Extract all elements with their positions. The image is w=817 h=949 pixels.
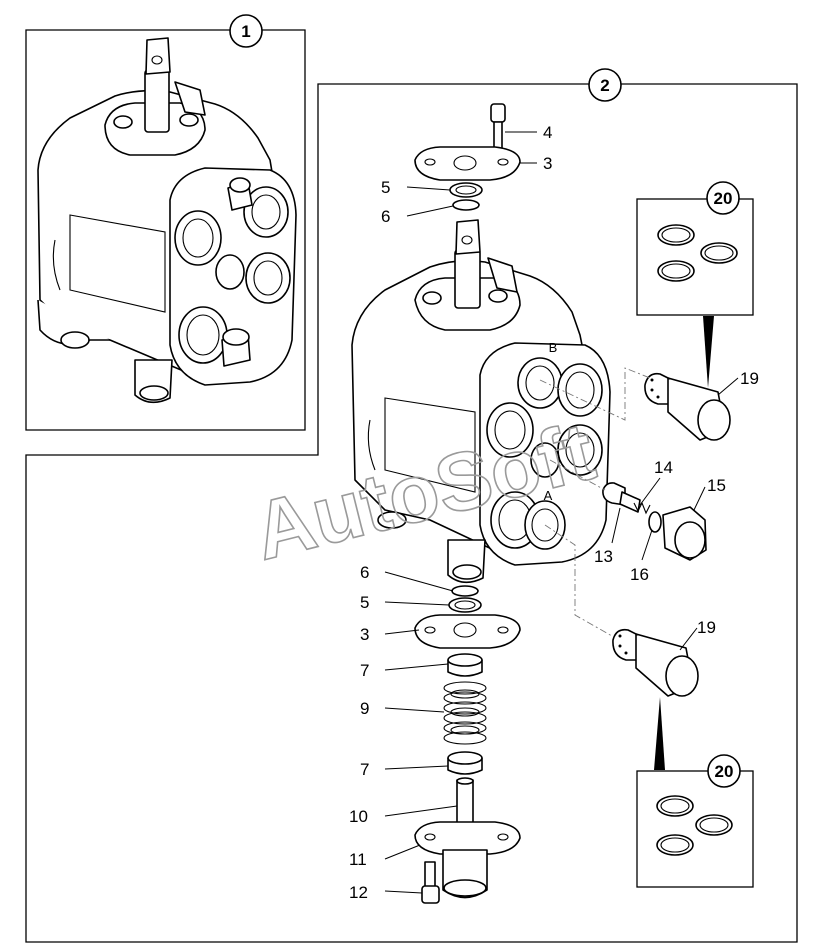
label-10: 10: [349, 807, 368, 826]
valve-body-2: B A: [351, 219, 611, 584]
frame-box-20-top: [636, 198, 754, 316]
leader-lines: [384, 131, 739, 894]
svg-text:2: 2: [600, 76, 609, 95]
svg-text:20: 20: [714, 189, 733, 208]
relief-cap-15: [662, 506, 707, 561]
valve-assembly-1: [37, 37, 297, 404]
label-7-top: 7: [360, 661, 369, 680]
assembly-line-relief: [549, 459, 606, 491]
svg-text:20: 20: [715, 762, 734, 781]
label-13: 13: [594, 547, 613, 566]
relief-plug-13: [602, 482, 641, 513]
seal-5-top: [449, 182, 483, 198]
label-7-bottom: 7: [360, 760, 369, 779]
label-14: 14: [654, 458, 673, 477]
o-ring-set-top: [657, 224, 738, 282]
cap-screw-12: [421, 861, 440, 904]
o-ring-6-bottom: [451, 585, 479, 597]
o-ring-6-top: [452, 199, 480, 211]
assembly-line-b: [539, 367, 651, 421]
callout-1: 1: [229, 14, 263, 48]
cap-screw-4: [490, 103, 506, 151]
label-4: 4: [543, 123, 552, 142]
port-b-label: B: [549, 340, 558, 355]
relief-cartridge-19-top: [644, 372, 731, 441]
label-3-top: 3: [543, 154, 552, 173]
end-cap-11: [414, 821, 521, 899]
label-19-top: 19: [740, 369, 759, 388]
spring-seat-7-bottom: [447, 751, 483, 775]
label-5-top: 5: [381, 178, 390, 197]
relief-cartridge-19-bottom: [612, 628, 699, 697]
part-labels: 4 3 5 6 6 5 3 7 9 7 10 11 12 19 19 14 15…: [349, 123, 759, 902]
pointer-top: [703, 316, 714, 388]
spring-seat-7-top: [447, 653, 483, 677]
callout-2: 2: [588, 68, 622, 102]
label-12: 12: [349, 883, 368, 902]
label-15: 15: [707, 476, 726, 495]
flange-plate-3-top: [414, 146, 521, 181]
pointer-bottom: [654, 697, 665, 770]
label-9: 9: [360, 699, 369, 718]
frame-box-2: [25, 83, 798, 943]
o-ring-16: [648, 511, 662, 533]
label-6-bottom: 6: [360, 563, 369, 582]
callout-20-top: 20: [706, 181, 740, 215]
port-a-label: A: [544, 488, 553, 503]
frame-box-20-bottom: [636, 770, 754, 888]
svg-text:1: 1: [241, 22, 250, 41]
label-5-bottom: 5: [360, 593, 369, 612]
label-11: 11: [349, 850, 367, 869]
label-6-top: 6: [381, 207, 390, 226]
callout-20-bottom: 20: [707, 754, 741, 788]
spring-9: [443, 681, 487, 745]
label-19-bottom: 19: [697, 618, 716, 637]
label-3-bottom: 3: [360, 625, 369, 644]
assembly-line-a: [544, 524, 613, 637]
seal-5-bottom: [448, 597, 482, 613]
label-16: 16: [630, 565, 649, 584]
frame-box-1: [25, 29, 306, 431]
o-ring-set-bottom: [656, 795, 733, 856]
flange-plate-3-bottom: [414, 614, 521, 649]
